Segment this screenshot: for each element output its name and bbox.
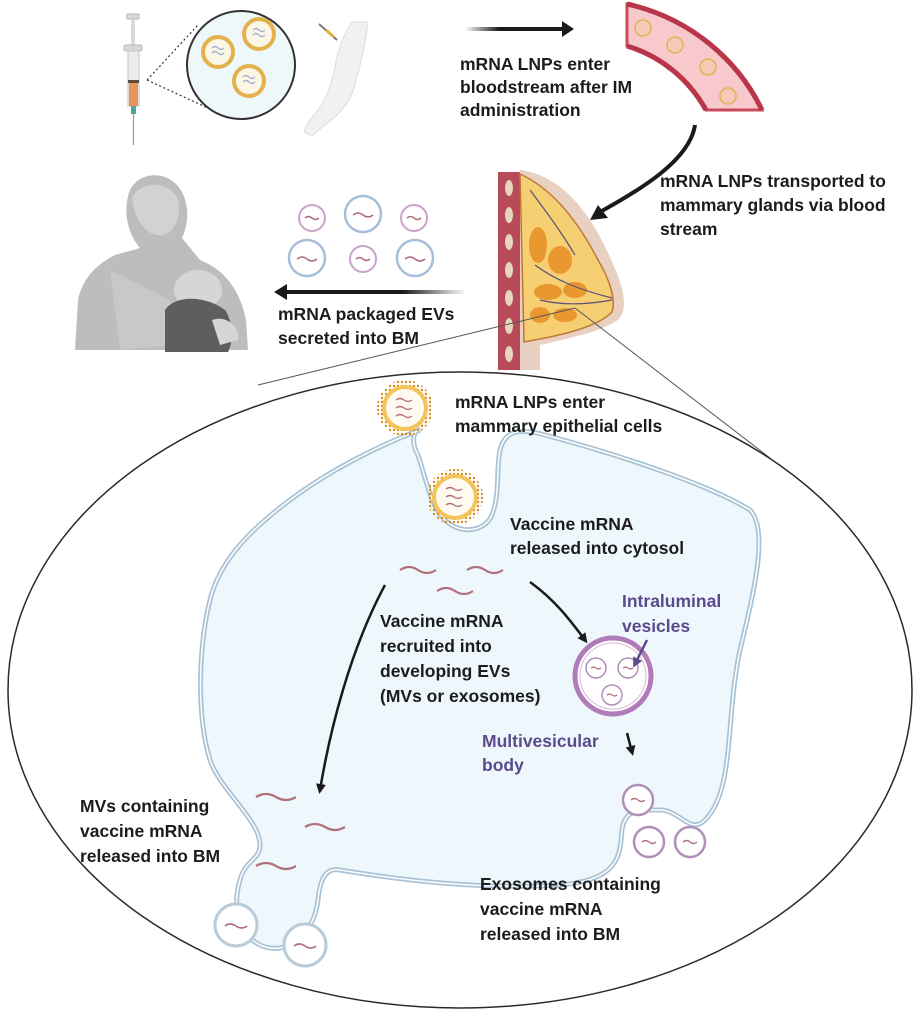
- ev-vesicle: [349, 245, 377, 273]
- ilv-pointer-arrow: [633, 639, 649, 668]
- ilv-label: Intraluminal vesicles: [622, 591, 726, 636]
- mrna-strand: [304, 822, 346, 832]
- microvesicle: [213, 902, 259, 948]
- lnp-in-blood: [634, 19, 737, 105]
- exosomes-icon: [621, 783, 707, 859]
- ev-vesicle: [298, 204, 326, 232]
- mrna-strand: [436, 586, 474, 596]
- multivesicular-body-icon: [572, 635, 654, 717]
- lnp-particle: [242, 17, 276, 51]
- arrow-to-mvs: [316, 584, 387, 794]
- arrow-to-mammary: [590, 124, 697, 220]
- step1-label: mRNA LNPs enter bloodstream after IM adm…: [460, 54, 637, 120]
- mvb-label: Multivesicular body: [482, 731, 604, 775]
- exosome: [673, 825, 707, 859]
- arrow-to-bloodstream: [465, 21, 574, 37]
- step2-label: mRNA LNPs transported to mammary glands …: [660, 171, 891, 239]
- lnp-particle: [232, 64, 266, 98]
- intraluminal-vesicle: [617, 657, 639, 679]
- zoom-guide-lines: [257, 307, 771, 459]
- mrna-strands-mv: [255, 792, 346, 871]
- exosome: [632, 825, 666, 859]
- exosome: [621, 783, 655, 817]
- blood-vessel-icon: [625, 1, 765, 112]
- mrna-strand: [255, 861, 297, 871]
- magnify-guide-lines: [146, 24, 213, 111]
- ev-vesicle: [287, 238, 327, 278]
- lnp-particle: [201, 35, 235, 69]
- cell-entry-label: mRNA LNPs enter mammary epithelial cells: [455, 392, 662, 436]
- breast-anatomy-icon: [498, 170, 624, 370]
- extracellular-vesicles-icon: [287, 194, 435, 278]
- mrna-strand: [399, 565, 437, 575]
- ev-vesicle: [395, 238, 435, 278]
- lnp-magnified-icon: [186, 10, 296, 120]
- recruit-label: Vaccine mRNA recruited into developing E…: [380, 611, 540, 706]
- arrow-to-exocytosis: [625, 732, 636, 756]
- arrow-to-mvb: [529, 580, 588, 644]
- intraluminal-vesicle: [601, 684, 623, 706]
- exosomes-release-label: Exosomes containing vaccine mRNA release…: [480, 874, 666, 944]
- mrna-strand: [255, 792, 297, 802]
- arm-injection-icon: [303, 21, 369, 137]
- mvs-release-label: MVs containing vaccine mRNA released int…: [80, 796, 220, 866]
- intraluminal-vesicle: [585, 657, 607, 679]
- microvesicle: [282, 922, 328, 968]
- arrow-to-breastmilk: [274, 284, 466, 300]
- mrna-strand: [466, 565, 504, 575]
- breastfeeding-mother-icon: [75, 175, 248, 352]
- syringe-icon: [123, 13, 143, 145]
- ev-vesicle: [343, 194, 383, 234]
- lnp-entering-icon: [377, 380, 433, 436]
- cytosol-release-label: Vaccine mRNA released into cytosol: [510, 514, 684, 558]
- lnp-endosome-icon: [427, 469, 483, 525]
- cell-membrane-inner: [199, 429, 760, 949]
- ev-vesicle: [400, 204, 428, 232]
- mrna-strands: [399, 565, 504, 596]
- step3-label: mRNA packaged EVs secreted into BM: [278, 304, 459, 348]
- microvesicles-icon: [213, 902, 328, 968]
